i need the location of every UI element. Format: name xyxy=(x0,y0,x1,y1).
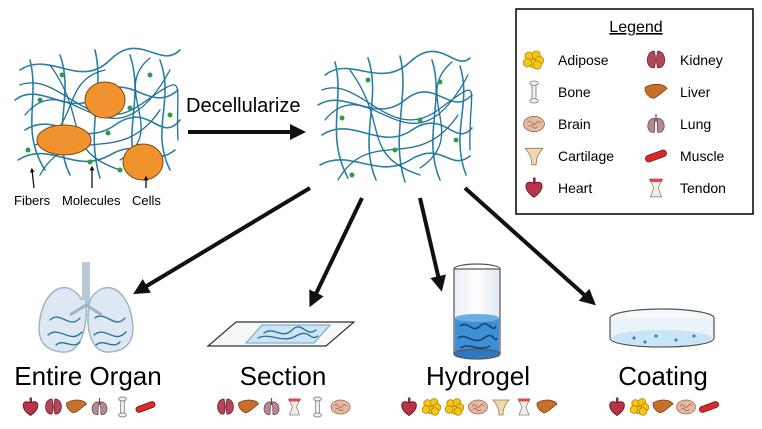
kidney-icon xyxy=(45,398,62,415)
kidney-icon xyxy=(217,398,234,415)
legend-item-label: Lung xyxy=(680,116,711,132)
arrow-to-entire-organ xyxy=(133,186,312,295)
liver-icon xyxy=(644,83,668,99)
liver-icon xyxy=(652,399,674,413)
heart-icon xyxy=(401,397,417,416)
ecm-with-cells: Fibers Molecules Cells xyxy=(14,47,181,208)
brain-icon xyxy=(330,399,351,415)
muscle-icon xyxy=(645,149,667,163)
lung-icon xyxy=(91,398,108,415)
brain-icon xyxy=(468,399,488,415)
liver-icon xyxy=(66,399,88,413)
liver-icon xyxy=(536,399,558,413)
cell xyxy=(122,143,164,181)
tendon-icon xyxy=(648,178,664,198)
legend-item-label: Bone xyxy=(558,84,591,100)
legend-item-label: Adipose xyxy=(558,52,609,68)
decellularize-label: Decellularize xyxy=(186,95,301,117)
legend-item-label: Brain xyxy=(558,116,591,132)
bone-icon xyxy=(529,80,539,104)
coating-label: Coating xyxy=(618,361,708,391)
cartilage-icon xyxy=(524,147,544,166)
lung-icon xyxy=(263,398,280,415)
entire-organ-label: Entire Organ xyxy=(14,361,161,391)
section-slide-illustration xyxy=(206,321,356,347)
liver-icon xyxy=(238,399,260,413)
kidney-icon xyxy=(646,50,666,69)
tendon-icon xyxy=(517,398,531,416)
legend-item-label: Kidney xyxy=(680,52,723,68)
molecules xyxy=(25,72,173,173)
bone-icon xyxy=(313,396,322,418)
bone-icon xyxy=(118,396,127,418)
cell xyxy=(36,124,92,156)
fibers-label: Fibers xyxy=(14,193,51,208)
legend-item-label: Cartilage xyxy=(558,148,614,164)
heart-icon xyxy=(609,397,625,416)
molecules-label: Molecules xyxy=(62,193,121,208)
legend-item-label: Heart xyxy=(558,180,592,196)
legend-title: Legend xyxy=(609,19,662,36)
adipose-icon xyxy=(629,398,650,416)
heart-icon xyxy=(22,397,39,416)
muscle-icon xyxy=(135,401,156,413)
arrow-to-hydrogel xyxy=(418,197,446,292)
section-label: Section xyxy=(240,361,327,391)
hydrogel-jar-illustration xyxy=(453,263,501,360)
muscle-icon xyxy=(699,401,719,413)
arrow-to-coating xyxy=(463,186,596,306)
brain-icon xyxy=(523,115,545,133)
entire-organ-tissue-icons xyxy=(22,396,156,418)
tendon-icon xyxy=(287,398,302,416)
legend-item-label: Muscle xyxy=(680,148,725,164)
cell xyxy=(84,81,126,119)
cartilage-icon xyxy=(492,399,510,416)
lung-icon xyxy=(647,114,665,133)
hydrogel-tissue-icons xyxy=(401,397,558,416)
coating-tissue-icons xyxy=(609,397,719,416)
lungs-illustration xyxy=(38,262,134,353)
cells-label: Cells xyxy=(132,193,161,208)
section-tissue-icons xyxy=(217,396,351,418)
adipose-icon xyxy=(421,398,442,416)
coating-dish-illustration xyxy=(609,308,715,348)
legend-item-label: Liver xyxy=(680,84,711,100)
legend-item-label: Tendon xyxy=(680,180,726,196)
heart-icon xyxy=(525,177,543,198)
adipose-icon xyxy=(522,50,545,70)
arrow-to-section xyxy=(309,197,364,308)
decellularized-ecm xyxy=(317,50,473,183)
adipose-icon xyxy=(444,398,465,416)
brain-icon xyxy=(676,399,696,415)
hydrogel-label: Hydrogel xyxy=(426,361,530,391)
